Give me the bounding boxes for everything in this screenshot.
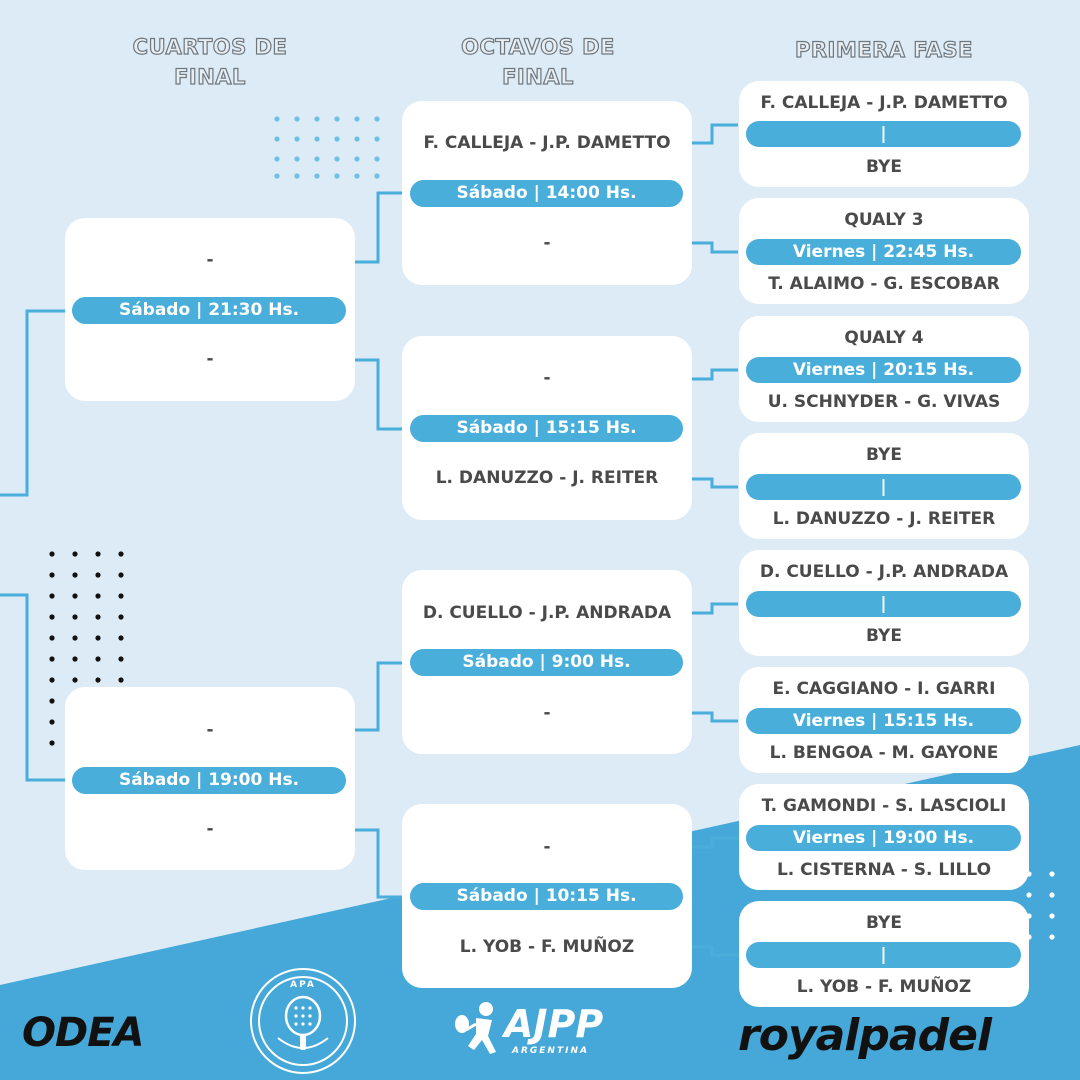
- apa-logo-text: APA: [290, 980, 316, 990]
- player-silhouette-icon: [455, 1002, 496, 1054]
- match-time-octavos-1: Sábado | 14:00 Hs.: [410, 180, 683, 207]
- match-time-octavos-4: Sábado | 10:15 Hs.: [410, 883, 683, 910]
- team-bottom: L. DANUZZO - J. REITER: [435, 468, 659, 488]
- match-time-primera-3: Viernes | 20:15 Hs.: [746, 357, 1021, 383]
- team-bottom: -: [206, 349, 214, 369]
- match-time-octavos-3: Sábado | 9:00 Hs.: [410, 649, 683, 676]
- match-time-primera-6: Viernes | 15:15 Hs.: [746, 708, 1021, 734]
- team-top: -: [206, 720, 214, 740]
- team-bottom: BYE: [866, 626, 902, 646]
- team-top: -: [206, 250, 214, 270]
- team-top: F. CALLEJA - J.P. DAMETTO: [760, 93, 1008, 113]
- dots-decoration-left: [49, 551, 124, 746]
- match-time-primera-2: Viernes | 22:45 Hs.: [746, 239, 1021, 265]
- team-bottom: BYE: [866, 157, 902, 177]
- header-primera: PRIMERA FASE: [770, 35, 998, 65]
- royalpadel-logo: royalpadel: [738, 1010, 992, 1061]
- header-primera-text: PRIMERA FASE: [794, 37, 973, 62]
- team-bottom: L. YOB - F. MUÑOZ: [796, 977, 972, 997]
- team-top: QUALY 3: [844, 210, 924, 230]
- team-top: -: [543, 368, 551, 388]
- match-time-octavos-2: Sábado | 15:15 Hs.: [410, 415, 683, 442]
- team-bottom: -: [543, 233, 551, 253]
- apa-logo: APA: [248, 966, 358, 1076]
- team-top: T. GAMONDI - S. LASCIOLI: [761, 796, 1007, 816]
- match-time-primera-7: Viernes | 19:00 Hs.: [746, 825, 1021, 851]
- team-top: BYE: [866, 913, 902, 933]
- team-bottom: -: [206, 819, 214, 839]
- ajpp-logo-subtext: ARGENTINA: [512, 1046, 589, 1056]
- team-top: -: [543, 837, 551, 857]
- team-bottom: L. YOB - F. MUÑOZ: [459, 937, 635, 957]
- team-bottom: L. DANUZZO - J. REITER: [772, 509, 996, 529]
- team-top: E. CAGGIANO - I. GARRI: [772, 679, 996, 699]
- odea-logo: ODEA: [22, 1010, 145, 1056]
- dots-decoration-top: [274, 116, 380, 179]
- match-time-cuartos-2: Sábado | 19:00 Hs.: [72, 767, 346, 794]
- match-time-primera-1: |: [746, 121, 1021, 147]
- ajpp-logo-text: AJPP: [504, 1002, 604, 1046]
- bracket-connectors: [0, 123, 738, 957]
- team-bottom: -: [543, 703, 551, 723]
- match-time-primera-4: |: [746, 474, 1021, 500]
- team-top: D. CUELLO - J.P. ANDRADA: [759, 562, 1009, 582]
- team-top: BYE: [866, 445, 902, 465]
- team-bottom: L. BENGOA - M. GAYONE: [769, 743, 999, 763]
- ajpp-logo: AJPP ARGENTINA: [452, 1000, 642, 1064]
- team-top: QUALY 4: [844, 328, 924, 348]
- team-bottom: U. SCHNYDER - G. VIVAS: [767, 392, 1001, 412]
- team-top: F. CALLEJA - J.P. DAMETTO: [423, 133, 671, 153]
- match-time-cuartos-1: Sábado | 21:30 Hs.: [72, 297, 346, 324]
- apa-emblem-icon: [250, 968, 356, 1074]
- team-bottom: L. CISTERNA - S. LILLO: [776, 860, 992, 880]
- match-time-primera-8: |: [746, 942, 1021, 968]
- match-time-primera-5: |: [746, 591, 1021, 617]
- team-top: D. CUELLO - J.P. ANDRADA: [422, 603, 672, 623]
- team-bottom: T. ALAIMO - G. ESCOBAR: [768, 274, 1000, 294]
